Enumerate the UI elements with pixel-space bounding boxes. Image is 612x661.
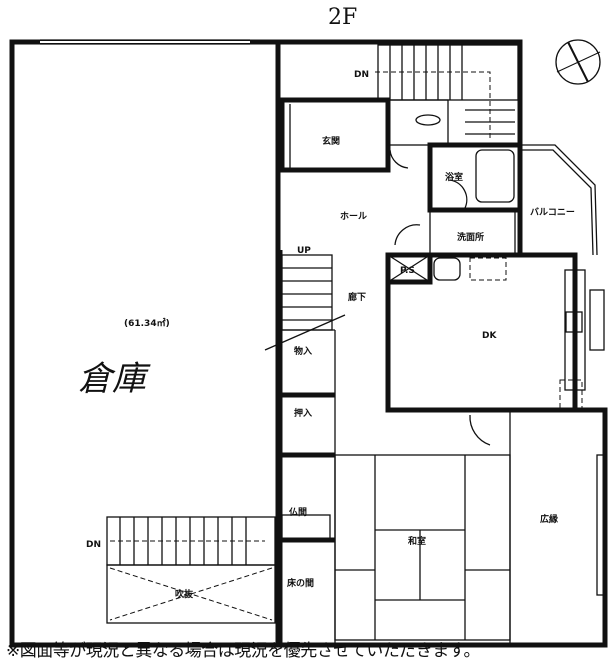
footer-note: ※図面等が現況と異なる場合は現況を優先させていただきます。 — [6, 641, 481, 661]
stair-top-dn-label: DN — [354, 70, 369, 80]
warehouse-area-label: (61.34㎡) — [124, 317, 170, 329]
warehouse-label: 倉庫 — [78, 359, 151, 399]
tokonoma-label: 床の間 — [287, 577, 314, 589]
corridor-label: 廊下 — [348, 291, 366, 303]
pipe-space-label: P.S — [400, 266, 415, 276]
storage-label: 物入 — [294, 345, 312, 357]
top-stairs — [375, 44, 519, 138]
washitsu-label: 和室 — [407, 535, 426, 547]
hall-label: ホール — [340, 211, 367, 222]
tatami — [334, 454, 606, 641]
washroom-label: 洗面所 — [457, 231, 484, 243]
dk-label: DK — [482, 331, 497, 341]
closet-label: 押入 — [294, 407, 312, 419]
warehouse-walls — [9, 39, 281, 648]
balcony-label: バルコニー — [530, 207, 575, 218]
stair-up-label: UP — [297, 246, 311, 256]
hiroen-label: 広縁 — [540, 513, 558, 525]
stair-bottom-dn-label: DN — [86, 540, 101, 550]
residence-walls — [278, 39, 608, 648]
bath-label: 浴室 — [445, 171, 463, 183]
floor-label: 2F — [328, 5, 357, 30]
closets — [277, 250, 336, 645]
void-label: 吹抜 — [175, 588, 194, 600]
butsuma-label: 仏間 — [288, 507, 307, 518]
entrance-label: 玄関 — [322, 135, 340, 147]
compass-icon — [555, 39, 601, 85]
bottom-stairs — [106, 516, 276, 624]
